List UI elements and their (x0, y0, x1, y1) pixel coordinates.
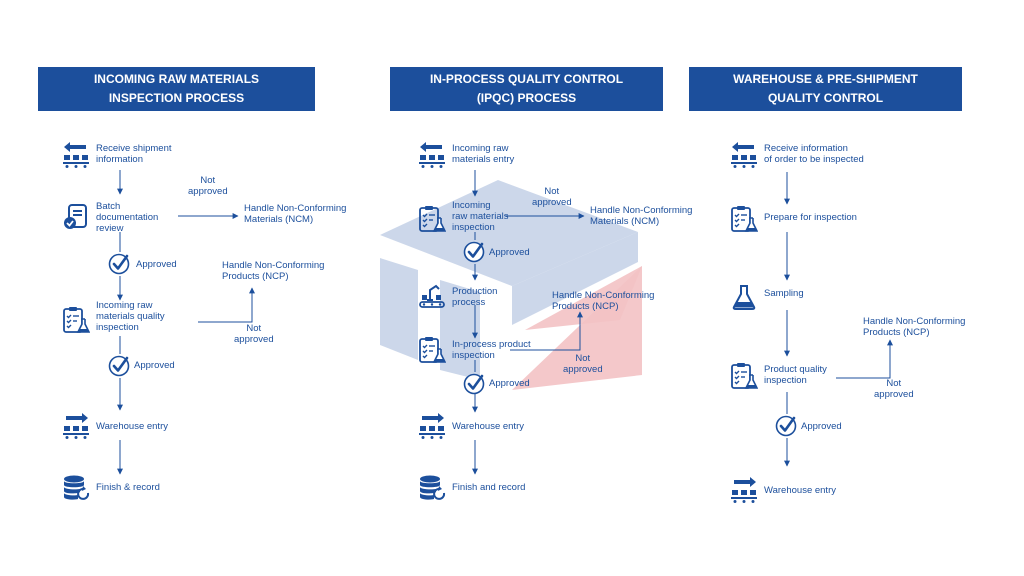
step-prepare-inspection: Prepare for inspection (764, 212, 857, 223)
header-title-line2: INSPECTION PROCESS (108, 91, 245, 105)
header-title-line1: WAREHOUSE & PRE-SHIPMENT (733, 72, 918, 86)
check-circle-icon (463, 373, 485, 395)
step-finish-record: Finish and record (452, 482, 526, 493)
decision-approved: Approved (801, 421, 842, 432)
step-warehouse-entry: Warehouse entry (452, 421, 524, 432)
decision-approved-1: Approved (136, 259, 177, 270)
checklist-flask-icon (62, 306, 90, 334)
checklist-flask-icon (730, 205, 758, 233)
arrow-boxes-icon (418, 141, 446, 169)
step-warehouse-entry: Warehouse entry (96, 421, 168, 432)
header-title-line1: INCOMING RAW MATERIALS (93, 72, 260, 86)
decision-approved-2: Approved (134, 360, 175, 371)
check-circle-icon (108, 355, 130, 377)
step-warehouse-entry: Warehouse entry (764, 485, 836, 496)
decision-approved-1: Approved (489, 247, 530, 258)
arrow-boxes-icon (730, 476, 758, 504)
header-incoming-raw-materials: INCOMING RAW MATERIALS INSPECTION PROCES… (38, 67, 315, 111)
checklist-flask-icon (418, 205, 446, 233)
header-warehouse-pre-shipment: WAREHOUSE & PRE-SHIPMENT QUALITY CONTROL (689, 67, 962, 111)
header-ipqc-process: IN-PROCESS QUALITY CONTROL (IPQC) PROCES… (390, 67, 663, 111)
database-refresh-icon (418, 474, 446, 502)
header-title-line2: (IPQC) PROCESS (476, 91, 577, 105)
arrow-boxes-icon (62, 412, 90, 440)
step-finish-record: Finish & record (96, 482, 160, 493)
checklist-flask-icon (730, 362, 758, 390)
check-circle-icon (463, 241, 485, 263)
step-sampling: Sampling (764, 288, 804, 299)
decision-approved-2: Approved (489, 378, 530, 389)
database-refresh-icon (62, 474, 90, 502)
arrow-boxes-icon (62, 141, 90, 169)
conveyor-robot-icon (418, 282, 446, 310)
header-title-line1: IN-PROCESS QUALITY CONTROL (429, 72, 624, 86)
check-circle-icon (775, 415, 797, 437)
flask-icon (730, 283, 758, 311)
header-title-line2: QUALITY CONTROL (767, 91, 884, 105)
watermark-logo (380, 180, 642, 390)
checklist-flask-icon (418, 336, 446, 364)
arrow-boxes-icon (730, 141, 758, 169)
arrow-boxes-icon (418, 412, 446, 440)
check-circle-icon (108, 253, 130, 275)
document-check-icon (62, 203, 90, 231)
